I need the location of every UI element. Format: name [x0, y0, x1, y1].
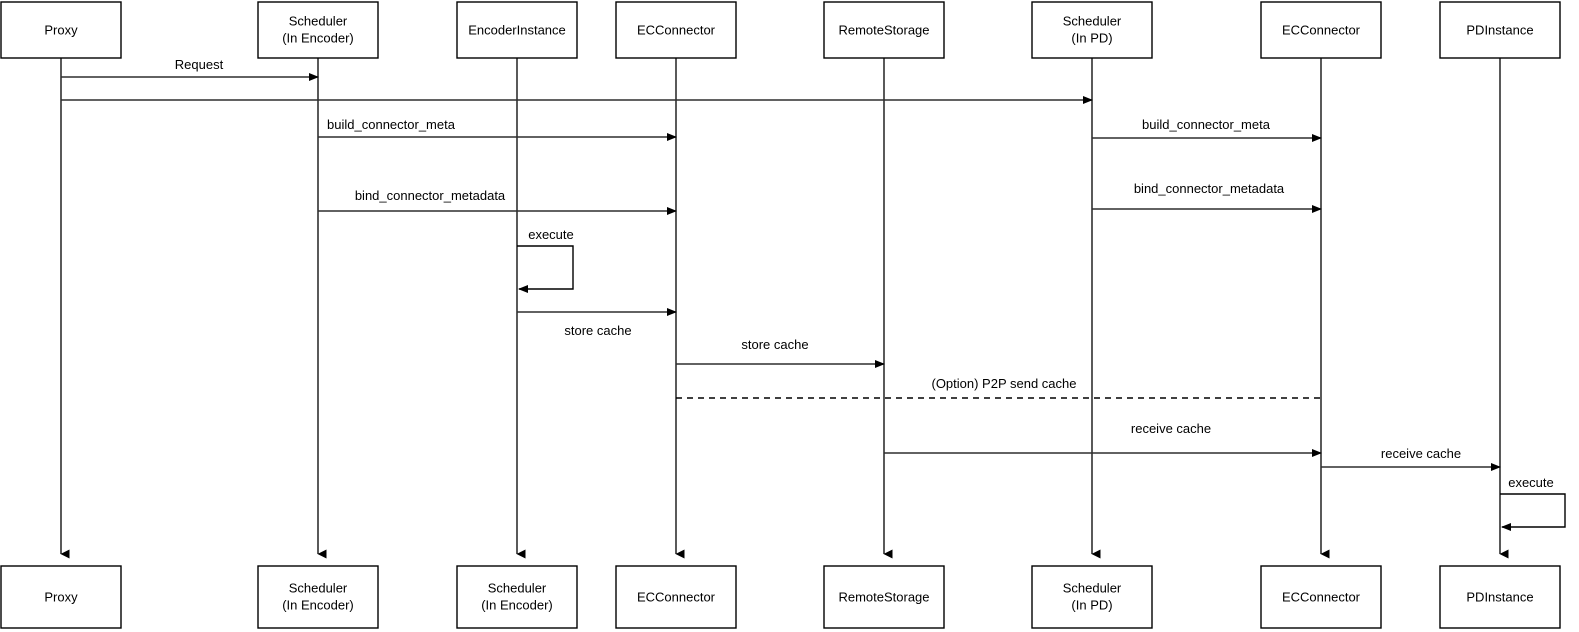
participant-label-pd_inst-bottom: PDInstance: [1466, 589, 1533, 604]
participant-label-encoder_inst-top: EncoderInstance: [468, 22, 566, 37]
message-m1[interactable]: Request: [61, 57, 319, 81]
participant-label-sched_enc-bottom-line2: (In Encoder): [282, 597, 354, 612]
participant-label-sched_pd-bottom-line1: Scheduler: [1063, 580, 1122, 595]
participant-box-encoder_inst-top[interactable]: EncoderInstance: [456, 1, 578, 59]
self-message-label-s1: execute: [528, 227, 574, 242]
participant-label-remote_store-top: RemoteStorage: [838, 22, 929, 37]
message-label-m9: (Option) P2P send cache: [931, 376, 1076, 391]
message-label-m7: store cache: [564, 323, 631, 338]
message-m6[interactable]: bind_connector_metadata: [1092, 181, 1322, 213]
message-m5[interactable]: bind_connector_metadata: [318, 188, 677, 215]
participant-box-pd_inst-top[interactable]: PDInstance: [1439, 1, 1561, 59]
self-message-s2[interactable]: execute: [1500, 475, 1566, 531]
participant-label-sched_enc-top-line2: (In Encoder): [282, 30, 354, 45]
message-m9[interactable]: (Option) P2P send cache: [676, 376, 1321, 399]
participant-label-remote_store-bottom: RemoteStorage: [838, 589, 929, 604]
participant-label-sched_pd-top-line2: (In PD): [1071, 30, 1112, 45]
participant-box-encoder_inst-bottom[interactable]: Scheduler (In Encoder): [456, 565, 578, 629]
participant-box-remote_store-top[interactable]: RemoteStorage: [823, 1, 945, 59]
participant-label-sched_pd-bottom-line2: (In PD): [1071, 597, 1112, 612]
message-m8[interactable]: store cache: [676, 337, 885, 368]
message-label-m8: store cache: [741, 337, 808, 352]
message-label-m5: bind_connector_metadata: [355, 188, 506, 203]
participant-box-ec_conn_enc-bottom[interactable]: ECConnector: [615, 565, 737, 629]
participant-label-pd_inst-top: PDInstance: [1466, 22, 1533, 37]
participant-label-sched_pd-top-line1: Scheduler: [1063, 13, 1122, 28]
message-m10[interactable]: receive cache: [884, 421, 1322, 457]
self-message-path-s2: [1500, 493, 1566, 531]
participant-box-ec_conn_pd-top[interactable]: ECConnector: [1260, 1, 1382, 59]
participant-box-sched_pd-top[interactable]: Scheduler (In PD): [1031, 1, 1153, 59]
participant-label-proxy-top: Proxy: [44, 22, 78, 37]
self-message-path-s1: [517, 245, 574, 293]
message-label-m6: bind_connector_metadata: [1134, 181, 1285, 196]
participant-label-proxy-bottom: Proxy: [44, 589, 78, 604]
participant-box-sched_enc-bottom[interactable]: Scheduler (In Encoder): [257, 565, 379, 629]
message-label-m10: receive cache: [1131, 421, 1211, 436]
self-message-s1[interactable]: execute: [517, 227, 574, 293]
participant-label-ec_conn_pd-bottom: ECConnector: [1282, 589, 1361, 604]
participant-box-remote_store-bottom[interactable]: RemoteStorage: [823, 565, 945, 629]
message-m4[interactable]: build_connector_meta: [1092, 117, 1322, 142]
participant-label-sched_enc-bottom-line1: Scheduler: [289, 580, 348, 595]
participant-label-ec_conn_enc-top: ECConnector: [637, 22, 716, 37]
message-label-m1: Request: [175, 57, 224, 72]
message-label-m4: build_connector_meta: [1142, 117, 1271, 132]
participant-box-sched_pd-bottom[interactable]: Scheduler (In PD): [1031, 565, 1153, 629]
participant-box-ec_conn_pd-bottom[interactable]: ECConnector: [1260, 565, 1382, 629]
participant-label-sched_enc-top-line1: Scheduler: [289, 13, 348, 28]
participant-label-ec_conn_pd-top: ECConnector: [1282, 22, 1361, 37]
message-m11[interactable]: receive cache: [1321, 446, 1501, 471]
participant-box-proxy-bottom[interactable]: Proxy: [0, 565, 122, 629]
bottom-participant-boxes: Proxy Scheduler (In Encoder) Scheduler (In E…: [0, 565, 1561, 629]
message-m3[interactable]: build_connector_meta: [318, 117, 677, 141]
participant-box-sched_enc-top[interactable]: Scheduler (In Encoder): [257, 1, 379, 59]
participant-box-proxy-top[interactable]: Proxy: [0, 1, 122, 59]
message-m7[interactable]: store cache: [517, 308, 677, 338]
messages-group: Request build_connector_meta build_connect…: [61, 57, 1566, 531]
participant-label-encoder_inst-bottom-line2: (In Encoder): [481, 597, 553, 612]
lifelines-group: [60, 58, 1509, 559]
participant-box-pd_inst-bottom[interactable]: PDInstance: [1439, 565, 1561, 629]
message-label-m11: receive cache: [1381, 446, 1461, 461]
participant-label-encoder_inst-bottom-line1: Scheduler: [488, 580, 547, 595]
message-label-m3: build_connector_meta: [327, 117, 456, 132]
participant-label-ec_conn_enc-bottom: ECConnector: [637, 589, 716, 604]
self-message-label-s2: execute: [1508, 475, 1554, 490]
participant-box-ec_conn_enc-top[interactable]: ECConnector: [615, 1, 737, 59]
top-participant-boxes: Proxy Scheduler (In Encoder) EncoderInstanc…: [0, 1, 1561, 59]
